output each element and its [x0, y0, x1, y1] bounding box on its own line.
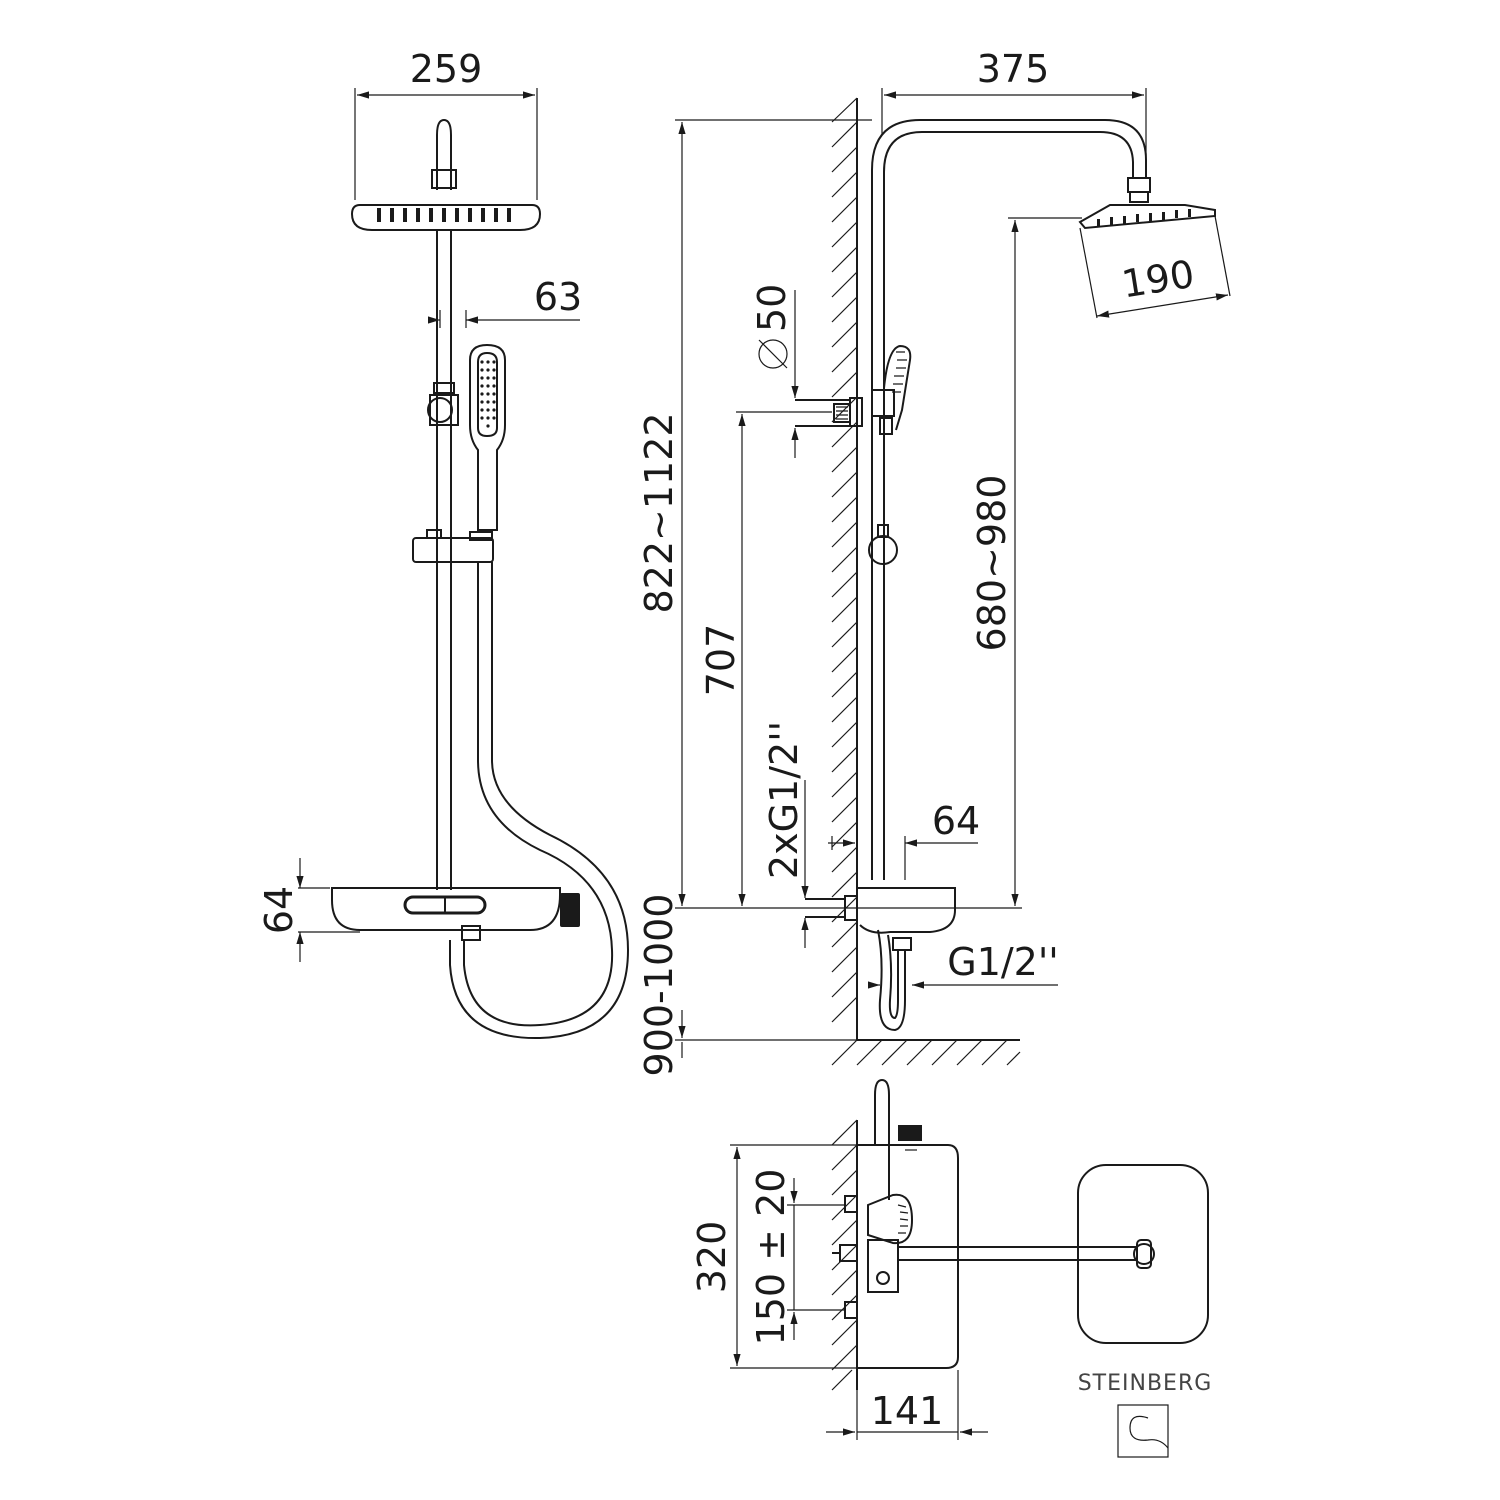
head-side-nozzles [1097, 209, 1191, 227]
side-view: 375 190 680~980 [637, 47, 1231, 1077]
dim-shelf-depth: 64 [932, 799, 980, 843]
dim-outlet-diameter: 50 [750, 284, 794, 332]
head-side-icon [1078, 204, 1216, 230]
dim-shelf-height: 64 [257, 886, 301, 934]
shelf-top [857, 1144, 959, 1369]
hand-shower-icon [469, 343, 506, 531]
shower-arm [436, 118, 452, 190]
overhead-shower-icon [350, 204, 542, 231]
shower-hose [463, 562, 614, 1027]
thermostat-shelf [331, 887, 561, 931]
wall-hatch [831, 97, 858, 1023]
floor-hatch [831, 1039, 1021, 1066]
dim-head-height: 680~980 [970, 475, 1014, 652]
hand-shower-top [874, 1078, 890, 1200]
thermostat-knob [560, 893, 580, 927]
dim-hand-offset: 63 [534, 275, 582, 319]
nozzle-row [377, 208, 511, 222]
dim-inlet-spacing: 150 ± 20 [749, 1169, 793, 1346]
side-arm [871, 119, 1147, 880]
wall-hatch-top [831, 1119, 858, 1391]
dim-top-depth: 141 [871, 1389, 944, 1433]
dim-inlet-pair: 2xG1/2'' [762, 721, 806, 879]
brand-name: STEINBERG [1078, 1371, 1213, 1396]
hand-shower-side-icon [883, 344, 912, 431]
dim-side-reach: 375 [977, 47, 1050, 91]
dim-head-diameter: 190 [1119, 252, 1198, 307]
slider-side [868, 535, 898, 565]
front-view: 259 63 [257, 47, 630, 1040]
dim-outlet-diameter-group: 50 [750, 284, 794, 369]
dim-mount-height: 900-1000 [637, 894, 681, 1077]
dim-outlet-height: 707 [699, 624, 743, 697]
dim-height-range: 822~1122 [637, 412, 681, 613]
dim-inlet-thread: G1/2'' [947, 940, 1059, 984]
dim-top-height: 320 [690, 1221, 734, 1294]
steinberg-emblem [1129, 1415, 1169, 1449]
shelf-side [857, 887, 956, 934]
control-buttons [403, 895, 487, 915]
top-view: 320 150 ± 20 141 [690, 1078, 1209, 1440]
hand-shower-dots [480, 360, 496, 428]
dim-front-width: 259 [410, 47, 483, 91]
brand-logo: STEINBERG [1078, 1371, 1213, 1458]
slider-bracket [412, 537, 494, 563]
head-top-icon [1077, 1164, 1209, 1344]
